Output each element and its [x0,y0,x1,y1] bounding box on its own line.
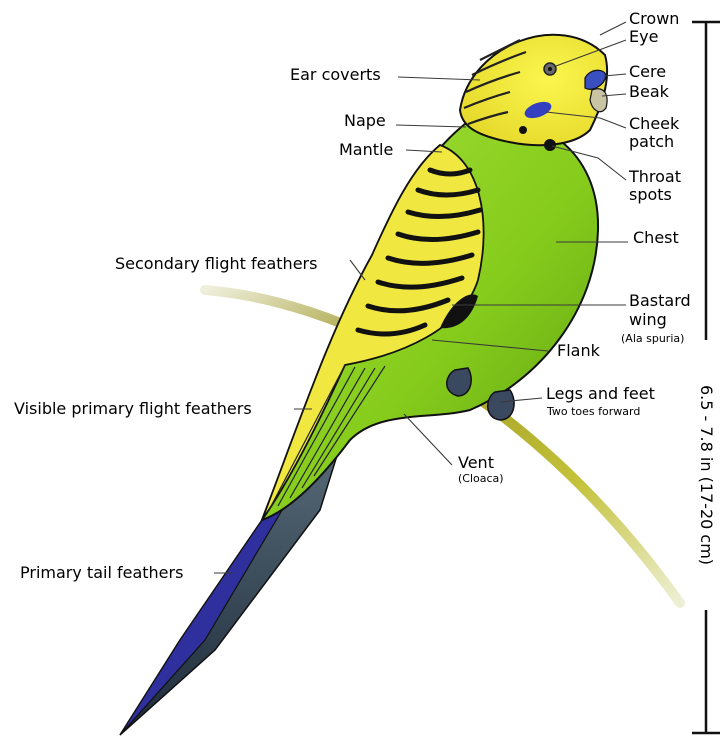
label-flank: Flank [557,341,601,360]
label-visible-primary-flight-feathers: Visible primary flight feathers [14,399,252,418]
label-throat-spots-line2: spots [629,185,672,204]
tail-blue-edge [120,480,300,735]
label-bastard-wing-sub: (Ala spuria) [621,332,684,345]
label-eye: Eye [629,27,658,46]
label-nape: Nape [344,111,386,130]
label-vent: Vent [458,453,494,472]
label-beak: Beak [629,82,670,101]
label-legs-and-feet-sub: Two toes forward [546,405,640,418]
label-legs-and-feet: Legs and feet [546,384,655,403]
label-cheek-patch-line1: Cheek [629,114,680,133]
label-mantle: Mantle [339,140,393,159]
label-secondary-flight-feathers: Secondary flight feathers [115,254,317,273]
label-cheek-patch-line2: patch [629,132,674,151]
label-vent-sub: (Cloaca) [458,472,504,485]
size-label: 6.5 - 7.8 in (17-20 cm) [697,385,716,565]
label-chest: Chest [633,228,679,247]
label-throat-spots-line1: Throat [628,167,681,186]
label-bastard-wing-line1: Bastard [629,291,691,310]
label-ear-coverts: Ear coverts [290,65,381,84]
throat-spot [544,139,556,151]
label-cere: Cere [629,62,666,81]
label-primary-tail-feathers: Primary tail feathers [20,563,183,582]
size-scale-bar: 6.5 - 7.8 in (17-20 cm) [692,22,720,733]
bird-head [460,35,607,145]
throat-spot [519,126,527,134]
label-crown: Crown [629,9,679,28]
label-bastard-wing-line2: wing [629,310,667,329]
